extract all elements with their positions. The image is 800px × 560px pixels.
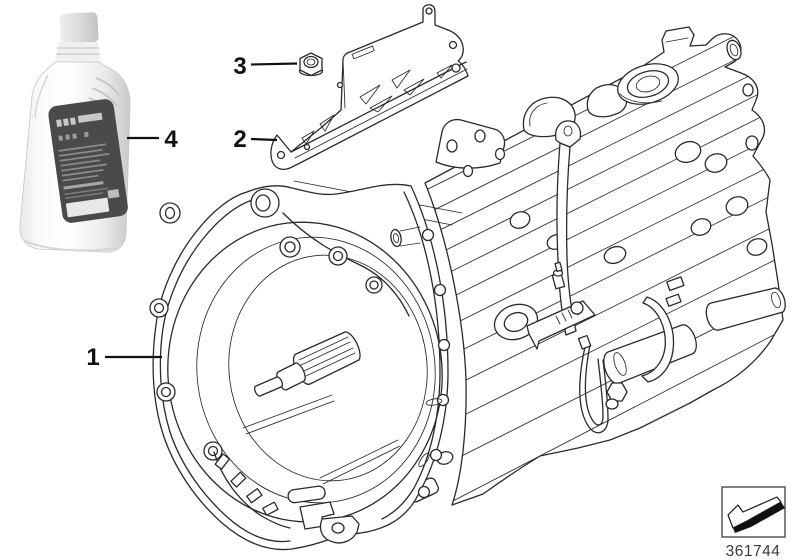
bottle-label xyxy=(48,99,128,223)
callout-4: 4 xyxy=(127,126,178,153)
case-rib-lines xyxy=(425,27,783,505)
bleeder-screw xyxy=(551,261,566,290)
bottom-skirt xyxy=(213,451,291,529)
callout-2: 2 xyxy=(233,126,278,153)
callout-1-label: 1 xyxy=(86,344,99,371)
heat-shield-drawing xyxy=(270,4,469,170)
flange-bolts xyxy=(417,228,451,499)
bracket-hole xyxy=(745,135,759,151)
direction-arrow-icon xyxy=(727,496,785,533)
oil-bottle xyxy=(19,12,131,253)
diagram-number: 361744 xyxy=(726,543,781,560)
mount-ear xyxy=(435,118,506,169)
callout-2-label: 2 xyxy=(233,126,246,153)
callout-4-label: 4 xyxy=(164,126,178,153)
cylinder-strap xyxy=(641,296,675,383)
diagram-footer: 361744 xyxy=(721,486,786,560)
callout-1: 1 xyxy=(86,344,162,371)
callout-3-label: 3 xyxy=(233,53,246,80)
bracket-hole xyxy=(742,83,754,97)
input-shaft xyxy=(254,331,361,397)
hex-fitting xyxy=(606,382,628,402)
bolt-ears xyxy=(149,188,383,461)
truss-cutouts xyxy=(301,45,453,145)
hex-nut-drawing xyxy=(298,52,324,77)
callout-3: 3 xyxy=(233,53,298,80)
hydraulic-pipe xyxy=(577,334,609,434)
gearbox-case-drawing xyxy=(407,26,786,506)
rear-cylinder xyxy=(705,287,786,331)
bottle-cap xyxy=(59,12,99,44)
bell-housing-drawing xyxy=(149,183,451,551)
